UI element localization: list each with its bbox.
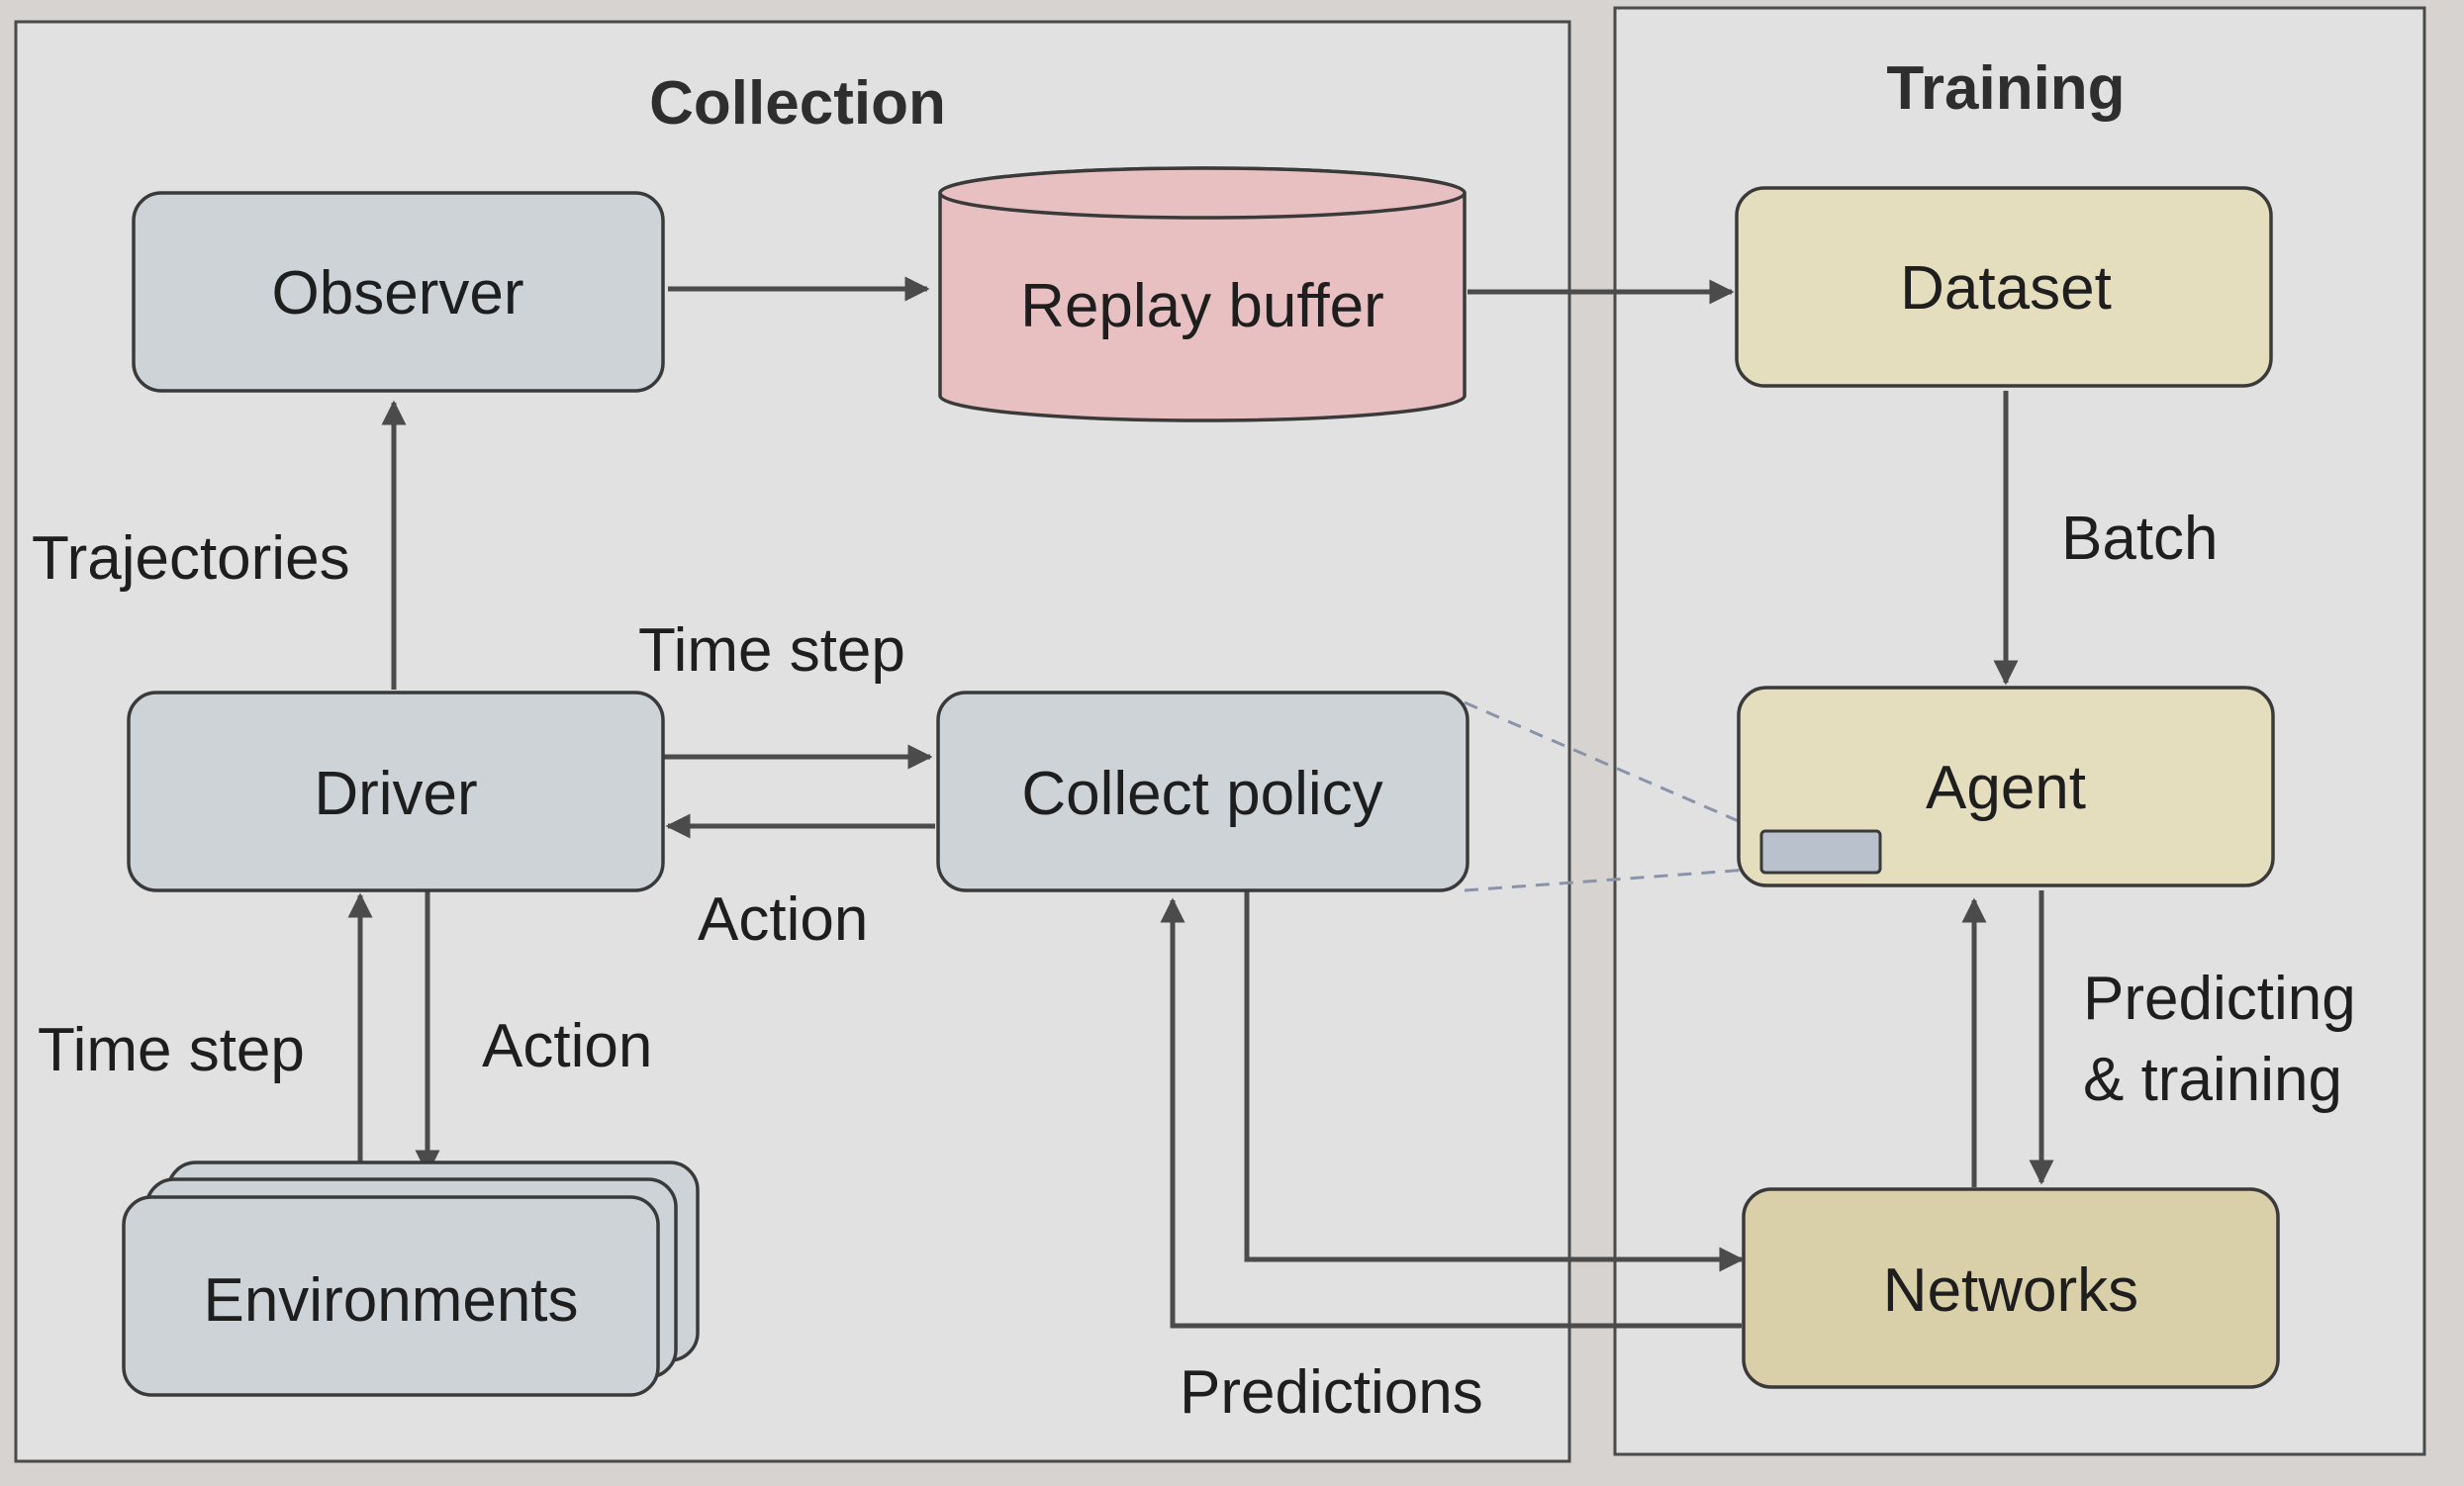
predicting-line1-label: Predicting: [2083, 965, 2356, 1033]
collect-policy-node: Collect policy: [936, 691, 1469, 892]
driver-node: Driver: [127, 691, 665, 892]
observer-label: Observer: [272, 259, 524, 327]
policy-projection-line-bottom: [1464, 867, 1762, 892]
replay-buffer-label: Replay buffer: [1020, 272, 1384, 340]
training-title: Training: [1886, 54, 2125, 123]
agent-node: Agent: [1737, 686, 2275, 887]
environments-node: Environments: [122, 1161, 700, 1397]
predicting-line2-label: & training: [2083, 1046, 2342, 1114]
agent-label: Agent: [1926, 754, 2086, 822]
predictions-label: Predictions: [1180, 1358, 1483, 1427]
observer-node: Observer: [132, 191, 665, 393]
time-step-left-label: Time step: [38, 1016, 305, 1084]
agent-policy-slot: [1759, 829, 1882, 875]
collect-policy-label: Collect policy: [1021, 760, 1382, 828]
networks-node: Networks: [1742, 1187, 2280, 1389]
replay-buffer-node: Replay buffer: [938, 166, 1467, 422]
trajectories-label: Trajectories: [32, 524, 350, 593]
policy-projection-line-top: [1464, 700, 1762, 833]
batch-label: Batch: [2061, 505, 2219, 573]
dataset-node: Dataset: [1735, 186, 2273, 388]
action-mid-label: Action: [698, 885, 868, 954]
driver-label: Driver: [314, 760, 477, 828]
edge-policy-to-networks: [1244, 890, 1745, 1272]
dataset-label: Dataset: [1900, 254, 2112, 323]
networks-label: Networks: [1883, 1256, 2138, 1325]
environments-label: Environments: [203, 1266, 578, 1335]
edge-networks-to-policy: [1160, 897, 1742, 1329]
collection-title: Collection: [649, 69, 946, 138]
time-step-top-label: Time step: [638, 616, 905, 685]
action-left-label: Action: [482, 1012, 652, 1080]
